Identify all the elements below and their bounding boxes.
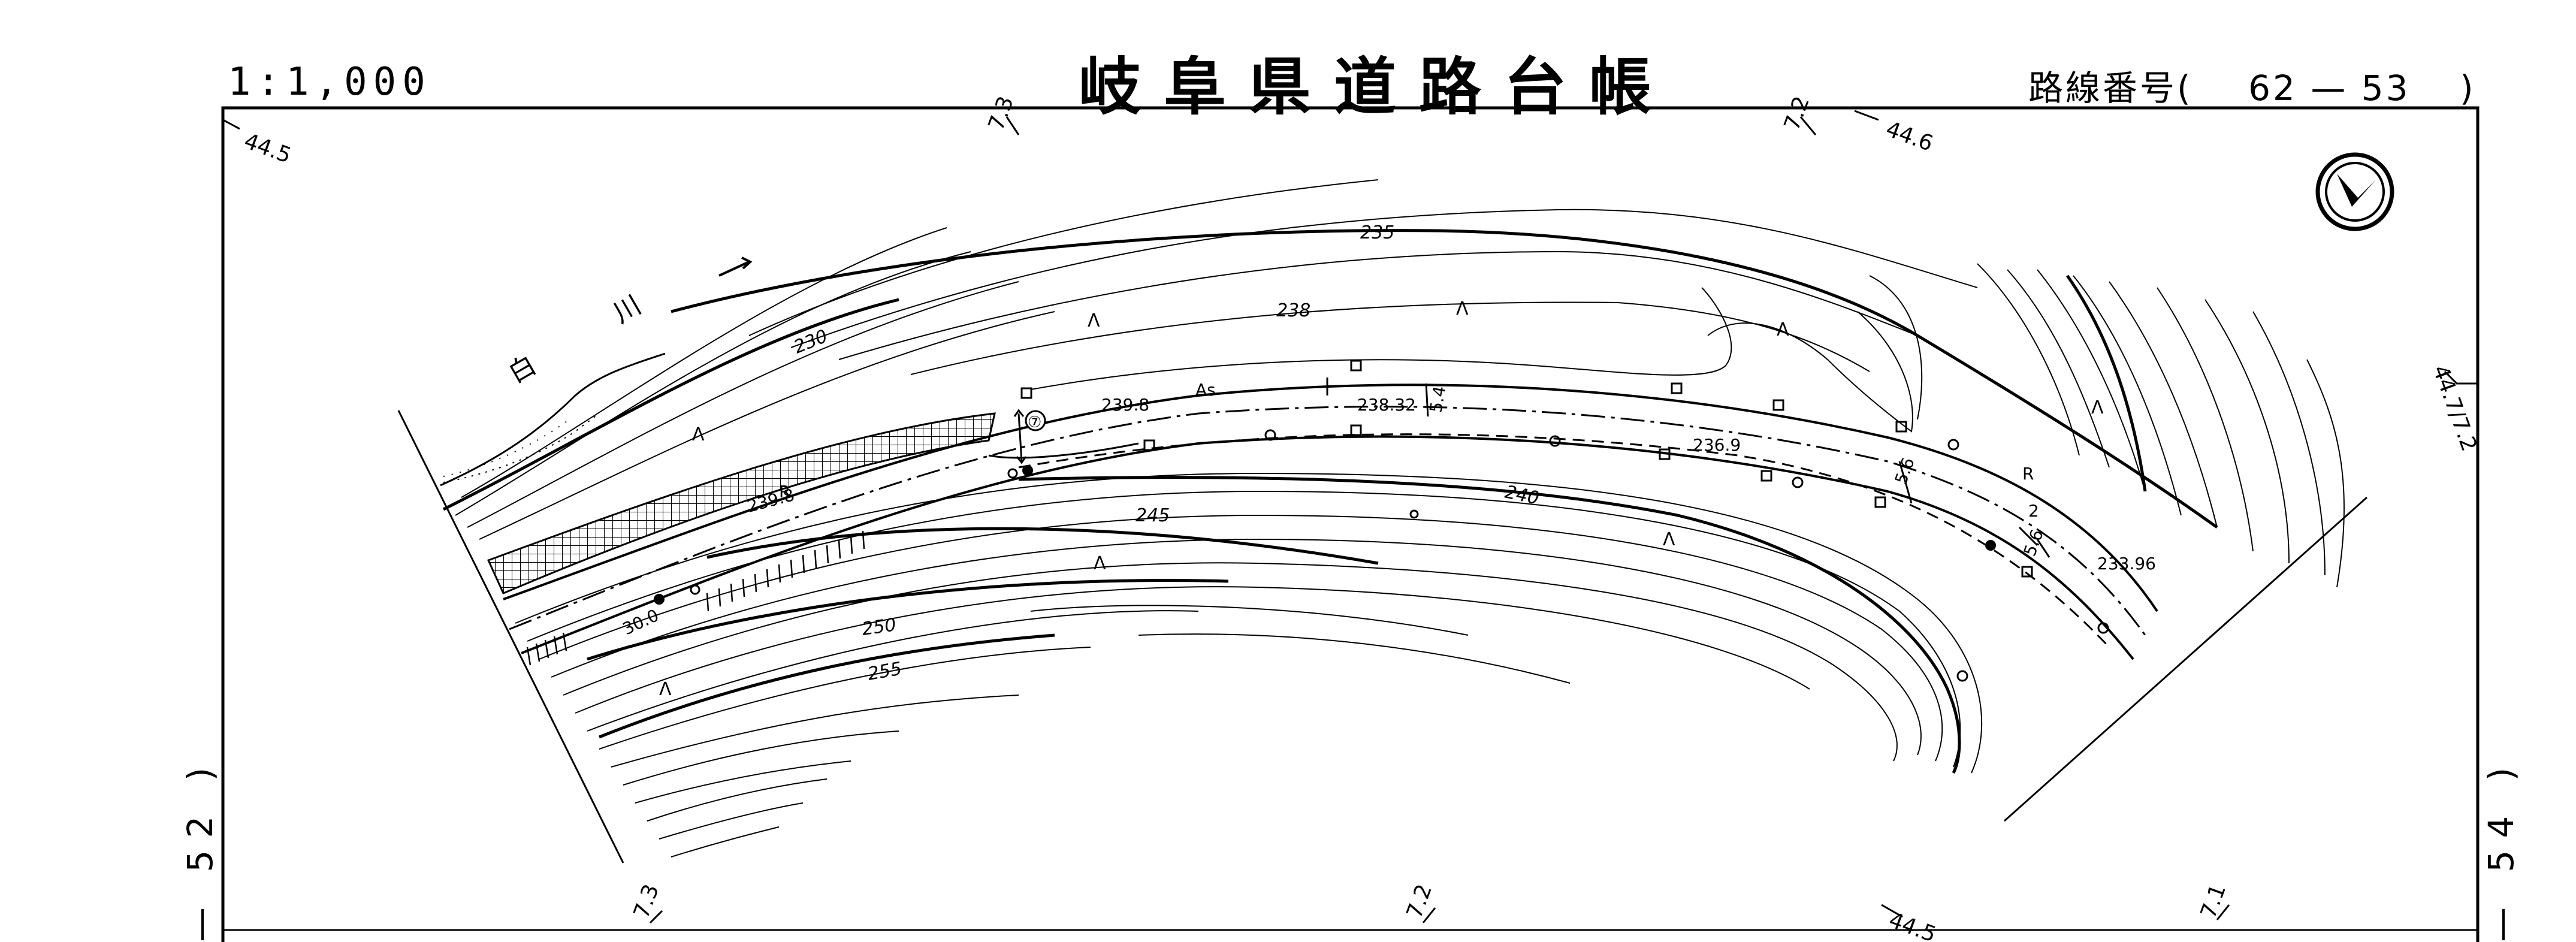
contour-label-250: 250 [860,614,898,640]
road-labels: 239.8 239.8 238.32 236.9 233.96 As R R 3… [620,380,2156,639]
dimension-marks [1013,378,2050,558]
contour-label-238: 238 [1276,300,1310,321]
grid-label-bottom-3: 44.5 [1886,908,1939,942]
lane-2: 2 [2028,501,2039,521]
svg-text:Λ: Λ [1777,319,1789,340]
contour-230 [442,298,899,511]
contour-250 [587,579,1229,661]
river-name-1: 白 [503,349,542,389]
contour-245 [706,527,1379,565]
road-edge-north [503,384,2158,612]
river-name-2: 川 [608,289,647,329]
road-embankment [487,412,996,594]
svg-text:Λ: Λ [1456,298,1469,319]
grid-label-top-4: 44.6 [1883,117,1936,156]
north-arrow-icon [2315,152,2394,231]
contour-255 [599,633,1055,739]
map-title: 岐阜県道路台帳 [1079,50,1675,123]
river-bank [440,352,666,487]
retaining-wall [526,530,865,666]
contour-label-245: 245 [1136,505,1170,526]
contour-label-240: 240 [1503,482,1541,509]
contour-labels: 230 235 238 240 245 250 255 [791,222,1541,685]
svg-text:Λ: Λ [2091,397,2104,418]
contour-240 [1018,476,1961,774]
grid-label-bottom-1: 7.3 [629,881,664,922]
sheet-cut-lines [397,410,2367,864]
grid-label-bottom-2: 7.2 [1402,881,1437,922]
contour-label-230: 230 [791,326,831,358]
route-number: 路線番号( 62 — 53 ) [2028,60,2476,110]
radius-label-1: R [779,482,790,502]
route-value: 62 — 53 [2248,68,2411,108]
width-5-4: 5.4 [1426,385,1449,415]
road-boundary-dashed [1018,433,2110,648]
grid-label-top-1: 44.5 [241,129,294,168]
road-edge-south [521,435,2134,660]
map-scale: 1:1,000 [228,60,431,104]
route-close: ) [2460,68,2476,108]
contour-label-255: 255 [866,658,903,684]
river-flow-arrow [718,256,753,277]
index-contours [442,229,2218,774]
route-label: 路線番号( [2028,68,2193,108]
elevation-4: 236.9 [1693,435,1741,455]
vegetation-symbols: Λ Λ Λ Λ Λ Λ Λ Λ [659,298,2104,700]
point-marker [1025,410,1046,431]
elevation-3: 238.32 [1357,395,1416,415]
width-30: 30.0 [620,605,662,639]
contour-label-235: 235 [1360,222,1394,243]
radius-label-2: R [2022,464,2034,484]
point-marker-label: ⑦ [1028,413,1041,431]
contour-235 [671,229,2218,529]
map-frame [221,106,2480,942]
svg-text:Λ: Λ [659,679,672,700]
svg-text:Λ: Λ [1663,529,1675,550]
road-centerline [509,406,2146,636]
svg-text:Λ: Λ [692,424,705,445]
svg-text:Λ: Λ [1088,310,1100,331]
contour-lines [455,179,2345,858]
pavement-as: As [1195,380,1216,400]
elevation-5: 233.96 [2097,554,2156,573]
road-lines [503,384,2158,660]
grid-label-bottom-4: 7.1 [2196,881,2231,922]
svg-text:Λ: Λ [1094,553,1106,574]
grid-label-right: 44.7/7.2 [2428,362,2482,455]
grid-ticks [222,110,2478,924]
elevation-1: 239.8 [1101,395,1149,415]
map-symbols [690,360,2109,682]
